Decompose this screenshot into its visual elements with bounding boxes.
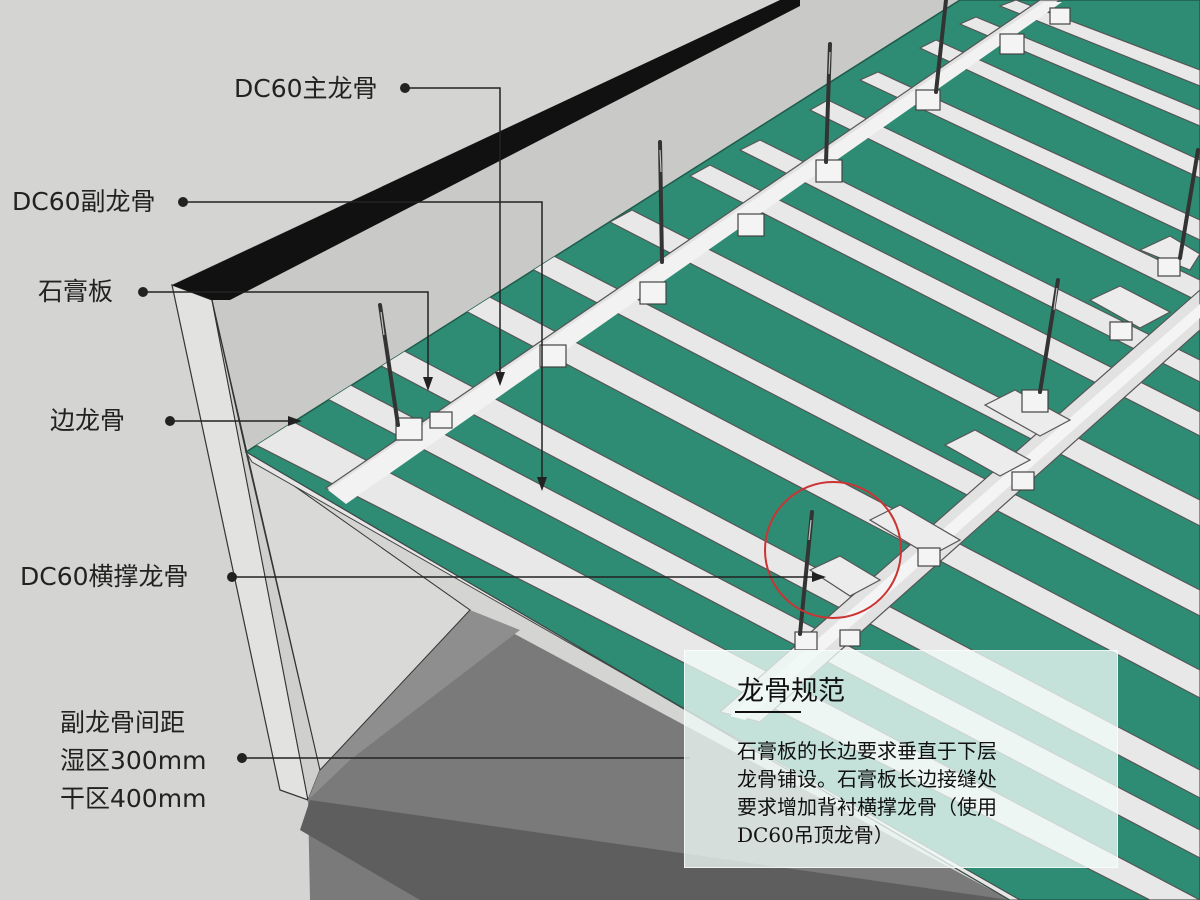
note-title-underline [735,711,801,713]
cross-braces [808,235,1200,597]
label-secondary-keel: DC60副龙骨 [12,187,156,216]
label-cross-brace-keel: DC60横撑龙骨 [20,562,189,591]
leader-arrows [288,372,826,582]
floor-strip [300,800,1010,900]
spacing-line: 湿区300mm [60,746,207,775]
note-title: 龙骨规范 [737,676,845,707]
leader-lines [143,87,820,759]
inner-wall [211,299,471,772]
wall-shadow [170,0,960,450]
rod-threads [380,51,1058,541]
note-line: DC60吊顶龙骨） [737,823,894,847]
label-main-keel: DC60主龙骨 [234,74,378,103]
note-line: 龙骨铺设。石膏板长边接缝处 [737,767,997,791]
note-body: 石膏板的长边要求垂直于下层 龙骨铺设。石膏板长边接缝处 要求增加背衬横撑龙骨（使… [737,737,1077,849]
note-line: 要求增加背衬横撑龙骨（使用 [737,795,997,819]
floor-light [308,610,520,800]
label-gypsum-board: 石膏板 [38,277,114,306]
label-edge-keel: 边龙骨 [50,406,126,435]
black-beam [172,0,800,300]
note-line: 石膏板的长边要求垂直于下层 [737,739,997,763]
hanger-clips [395,7,1181,651]
specification-note-panel: 龙骨规范 石膏板的长边要求垂直于下层 龙骨铺设。石膏板长边接缝处 要求增加背衬横… [684,650,1118,868]
highlight-circle [764,481,902,619]
label-spacing: 副龙骨间距 湿区300mm 干区400mm [60,704,206,818]
spacing-line: 干区400mm [60,784,207,813]
spacing-line: 副龙骨间距 [60,708,186,737]
leader-dots [138,83,410,763]
